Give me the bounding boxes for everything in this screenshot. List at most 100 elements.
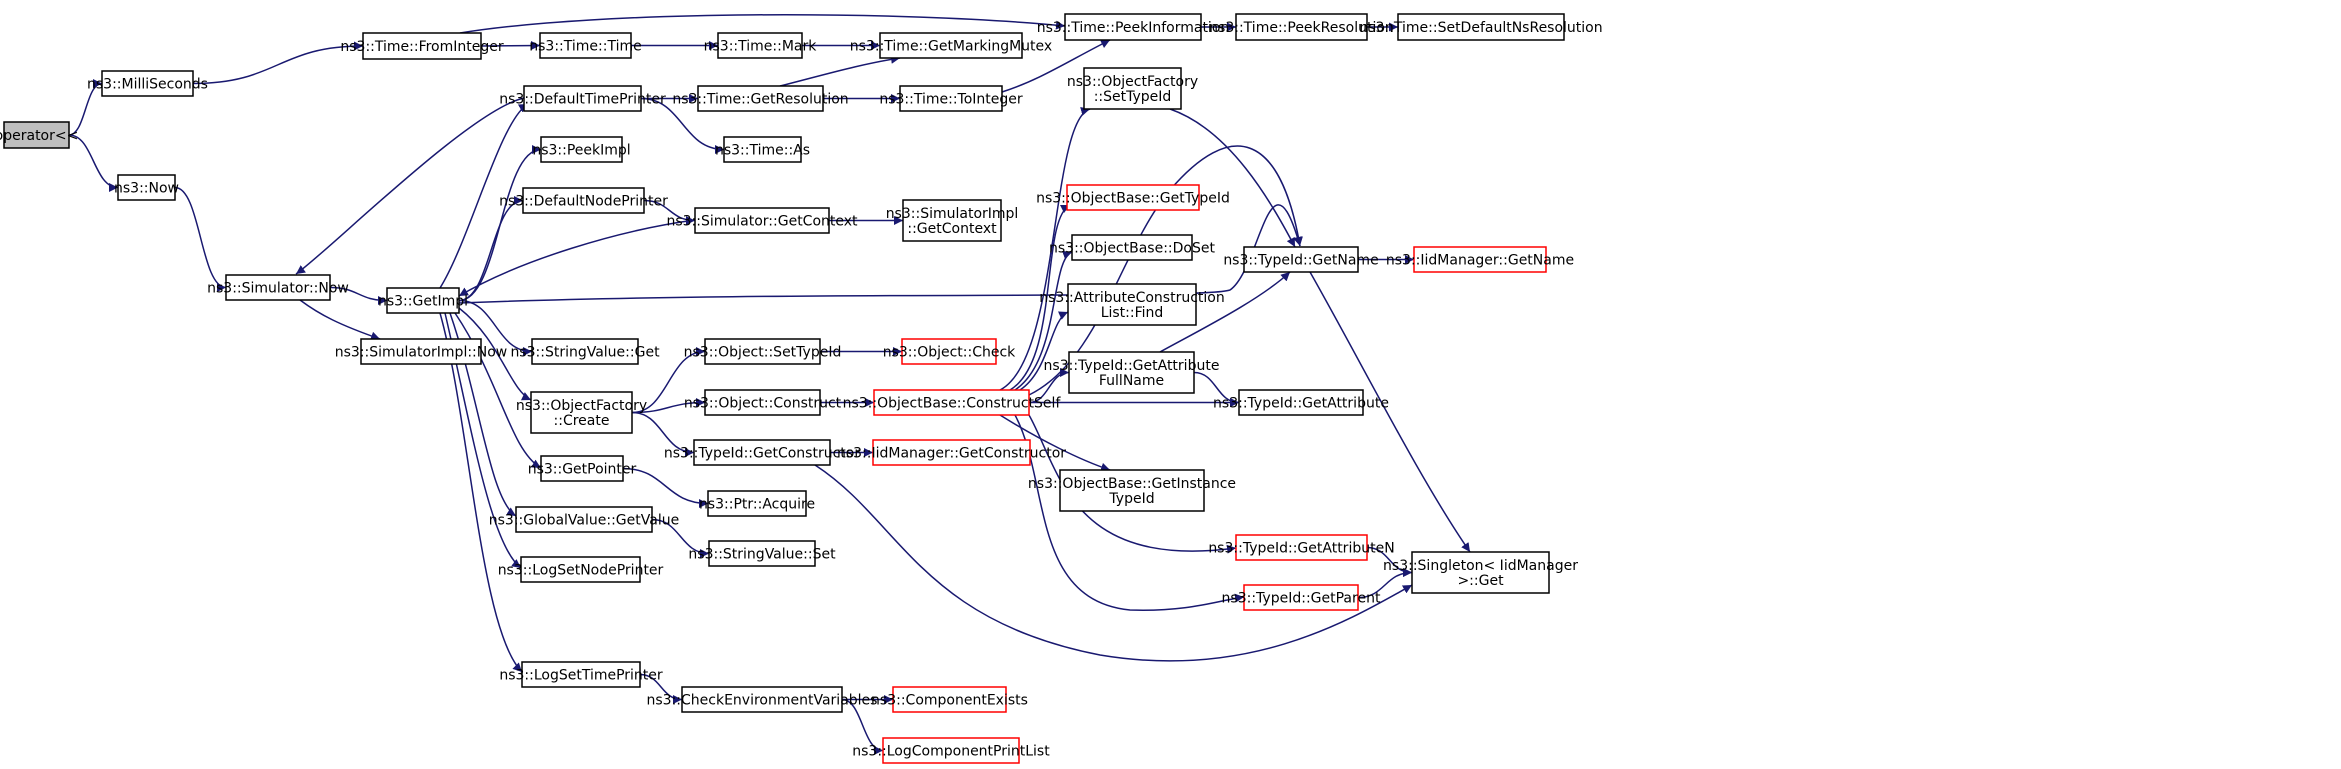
node-obconstructself[interactable]: ns3::ObjectBase::ConstructSelf — [843, 389, 1062, 416]
node-root[interactable]: operator<< — [0, 121, 78, 149]
edge-line — [439, 103, 529, 289]
node-simgetcontext[interactable]: ns3::Simulator::GetContext — [666, 207, 858, 234]
node-label: ns3::SimulatorImpl::Now — [335, 345, 508, 361]
node-objconstruct[interactable]: ns3::Object::Construct — [684, 389, 842, 416]
edge-now-to-simnow — [174, 186, 227, 292]
node-getattributen[interactable]: ns3::TypeId::GetAttributeN — [1208, 534, 1395, 561]
node-typeidgetattribute[interactable]: ns3::TypeId::GetAttribute — [1213, 389, 1389, 416]
edge-line — [68, 134, 119, 192]
node-setdefaultnsresolution[interactable]: ns3::Time::SetDefaultNsResolution — [1359, 13, 1603, 41]
edge-line — [643, 199, 696, 225]
node-label: ns3::Time::GetMarkingMutex — [850, 39, 1052, 55]
node-box — [1083, 67, 1182, 110]
node-gvgetvalue[interactable]: ns3::GlobalValue::GetValue — [489, 506, 679, 533]
edge-line — [68, 79, 103, 136]
edge-obconstructself-to-getparent — [1014, 414, 1245, 611]
node-label: >::Get — [1457, 573, 1504, 589]
node-label: FullName — [1099, 373, 1164, 389]
node-box — [531, 338, 639, 365]
edge-obconstructself-to-obgetinstancetypeid — [999, 414, 1111, 472]
node-stringvalueset[interactable]: ns3::StringValue::Set — [688, 540, 836, 567]
node-label: ns3::Ptr::Acquire — [699, 497, 815, 513]
node-box — [117, 174, 176, 201]
edge-getimpl-to-getpointer — [454, 312, 542, 469]
edge-line — [814, 464, 1413, 662]
node-box — [901, 338, 997, 365]
node-ofcreate[interactable]: ns3::ObjectFactory::Create — [516, 391, 647, 434]
node-label: ns3::CheckEnvironmentVariables — [647, 693, 878, 709]
node-milliseconds[interactable]: ns3::MilliSeconds — [87, 70, 208, 97]
node-singletonget[interactable]: ns3::Singleton< IidManager>::Get — [1383, 551, 1578, 594]
node-simnow[interactable]: ns3::Simulator::Now — [207, 274, 349, 301]
node-objcheck[interactable]: ns3::Object::Check — [883, 338, 1016, 365]
node-stringvalueget[interactable]: ns3::StringValue::Get — [510, 338, 660, 365]
node-objsettypeid[interactable]: ns3::Object::SetTypeId — [684, 338, 842, 365]
edge-frominteger-to-timetime — [480, 41, 541, 51]
node-box — [708, 540, 816, 567]
node-simimplgetcontext[interactable]: ns3::SimulatorImpl::GetContext — [886, 199, 1019, 242]
node-box — [520, 556, 641, 583]
node-tointeger[interactable]: ns3::Time::ToInteger — [879, 85, 1023, 112]
node-label: ns3::Object::SetTypeId — [684, 345, 842, 361]
node-simimplnow[interactable]: ns3::SimulatorImpl::Now — [335, 338, 508, 365]
node-label: ns3::DefaultTimePrinter — [499, 92, 666, 108]
node-label: ns3::Now — [114, 181, 179, 197]
node-iidgetconstructor[interactable]: ns3::IidManager::GetConstructor — [837, 439, 1066, 466]
node-frominteger[interactable]: ns3::Time::FromInteger — [340, 32, 504, 60]
node-obdoset[interactable]: ns3::ObjectBase::DoSet — [1049, 234, 1215, 261]
node-defaulttimeprinter[interactable]: ns3::DefaultTimePrinter — [499, 85, 666, 112]
node-label: ns3::StringValue::Get — [510, 345, 660, 361]
node-timetime[interactable]: ns3::Time::Time — [529, 32, 642, 59]
node-typeidgetconstructor[interactable]: ns3::TypeId::GetConstructor — [664, 439, 860, 466]
node-obgettypeid[interactable]: ns3::ObjectBase::GetTypeId — [1036, 184, 1230, 211]
node-label: ::SetTypeId — [1094, 89, 1172, 105]
edge-obconstructself-to-aclfind — [1019, 311, 1069, 391]
edge-line — [841, 698, 884, 755]
edge-line — [1169, 108, 1296, 248]
node-getimpl[interactable]: ns3::GetImpl — [378, 287, 468, 314]
node-timeas[interactable]: ns3::Time::As — [715, 136, 810, 163]
node-box — [693, 439, 831, 466]
node-box — [872, 439, 1031, 466]
node-label: ns3::ObjectBase::ConstructSelf — [843, 396, 1062, 412]
node-label: ns3::IidManager::GetName — [1386, 253, 1574, 269]
edge-simgetcontext-to-getimpl — [458, 219, 696, 297]
node-ofsettypeid[interactable]: ns3::ObjectFactory::SetTypeId — [1067, 67, 1198, 110]
node-defaultnodeprinter[interactable]: ns3::DefaultNodePrinter — [499, 187, 668, 214]
edge-root-to-now — [68, 134, 119, 192]
node-checkenv[interactable]: ns3::CheckEnvironmentVariables — [647, 686, 878, 713]
node-getparent[interactable]: ns3::TypeId::GetParent — [1222, 584, 1381, 611]
edge-ofcreate-to-typeidgetconstructor — [631, 411, 695, 457]
node-label: ns3::ObjectFactory — [516, 398, 647, 414]
node-label: ns3::TypeId::GetParent — [1222, 591, 1381, 607]
node-box — [1243, 584, 1359, 611]
node-logsettimeprinter[interactable]: ns3::LogSetTimePrinter — [499, 661, 663, 688]
node-peekresolution[interactable]: ns3::Time::PeekResolution — [1209, 13, 1394, 41]
node-now[interactable]: ns3::Now — [114, 174, 179, 201]
node-logcomponentprintlist[interactable]: ns3::LogComponentPrintList — [852, 737, 1050, 764]
node-box — [1068, 351, 1195, 394]
node-label: ns3::Object::Check — [883, 345, 1016, 361]
node-box — [882, 737, 1020, 764]
node-box — [873, 389, 1030, 416]
node-iidgetname[interactable]: ns3::IidManager::GetName — [1386, 246, 1574, 273]
edge-line — [1009, 204, 1071, 391]
edge-line — [454, 312, 542, 469]
edge-defaulttimeprinter-to-simnow — [295, 97, 525, 275]
node-getresolution[interactable]: ns3::Time::GetResolution — [672, 85, 849, 112]
node-getmarkingmutex[interactable]: ns3::Time::GetMarkingMutex — [850, 32, 1052, 59]
node-peekinformation[interactable]: ns3::Time::PeekInformation — [1037, 13, 1230, 41]
node-peekimpl[interactable]: ns3::PeekImpl — [532, 136, 631, 163]
edge-ofcreate-to-objsettypeid — [631, 347, 706, 414]
node-componentexists[interactable]: ns3::ComponentExists — [871, 686, 1028, 713]
edge-line — [1014, 414, 1245, 611]
node-ptracquire[interactable]: ns3::Ptr::Acquire — [699, 490, 815, 517]
node-typeidgetname[interactable]: ns3::TypeId::GetName — [1223, 246, 1379, 273]
node-box — [879, 32, 1023, 59]
node-getpointer[interactable]: ns3::GetPointer — [528, 455, 637, 482]
node-logsetnodeprinter[interactable]: ns3::LogSetNodePrinter — [498, 556, 664, 583]
node-timemark[interactable]: ns3::Time::Mark — [704, 32, 818, 59]
